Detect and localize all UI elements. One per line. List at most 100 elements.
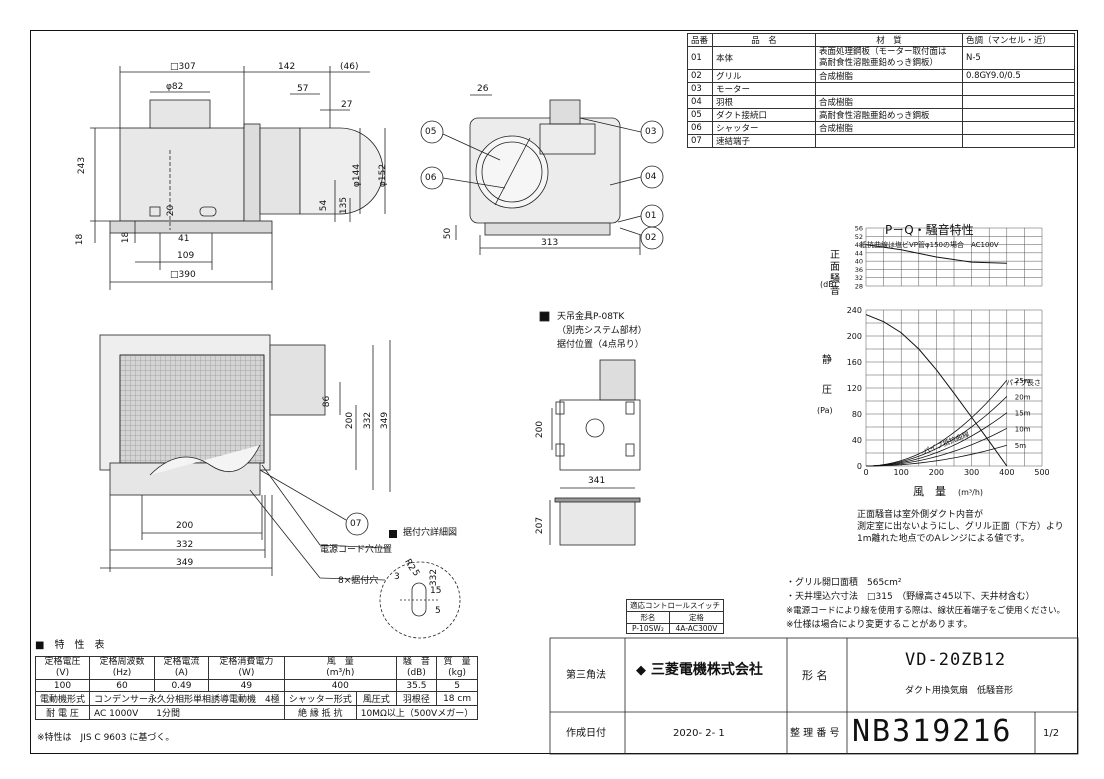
resistance-curve — [865, 444, 1007, 467]
parts-row: 07 速結端子 — [687, 134, 1075, 148]
q-tick-label: 100 — [894, 468, 909, 477]
insulation-value: 10MΩ以上（500Vメガー） — [355, 705, 479, 720]
chart-note: 抵抗曲線は塩ビVP管φ150の場合 AC100V — [860, 241, 999, 249]
parts-row: 05 ダクト接続口 高耐食性溶融亜鉛めっき鋼板 — [687, 108, 1075, 122]
switch-header: 定格 — [668, 611, 725, 624]
noise-axis-char: 騒 — [830, 274, 840, 285]
dim-label: 109 — [177, 251, 195, 261]
dim-label: 15 — [430, 586, 442, 596]
switch-model: P-10SW₂ — [626, 623, 670, 634]
part-color — [962, 134, 1075, 148]
spec-value: 100 — [34, 679, 91, 692]
callout-05: 05 — [425, 127, 437, 137]
noise-tick-label: 28 — [855, 283, 863, 291]
hanger-view — [539, 311, 641, 546]
chart-footnote: 測定室に出ないようにし、グリル正面（下方）より — [857, 522, 1064, 532]
p-tick-label: 120 — [847, 384, 862, 393]
parts-table-header: 品番 品 名 材 質 色調（マンセル・近） — [687, 33, 1075, 47]
noise-axis-char: 面 — [830, 262, 840, 273]
motor-label: 電動機形式 — [34, 691, 91, 706]
model-label: 形 名 — [802, 669, 828, 682]
chart-footnote: 正面騒音は室外側ダクト内音が — [857, 510, 984, 520]
noise-curve — [865, 244, 1007, 264]
p-tick-label: 200 — [847, 332, 862, 341]
callout-06: 06 — [425, 173, 437, 183]
part-name: 本体 — [712, 46, 816, 70]
callout-circles — [259, 117, 664, 536]
drawing-number: NB319216 — [852, 714, 1013, 749]
shutter-label: シャッター形式 — [283, 691, 357, 706]
bottom-view — [99, 334, 391, 581]
hanger-note: 天吊金具P-08TK — [557, 312, 625, 322]
hanger-note: 据付位置（4点吊り） — [557, 340, 644, 350]
q-label: 風 量 — [913, 485, 946, 498]
spec-header: 定格消費電力 (W) — [208, 656, 285, 680]
shutter-value: 風圧式 — [355, 691, 397, 706]
p-tick-label: 240 — [847, 306, 862, 315]
insulation-label: 絶 縁 抵 抗 — [283, 705, 357, 720]
pipe-length-label: パイプ長さ — [1006, 379, 1041, 387]
withstand-value: AC 1000V 1分間 — [89, 705, 285, 720]
noise-axis-char: 音 — [830, 286, 840, 297]
company: ◆ 三菱電機株式会社 — [636, 663, 763, 677]
dim-label: □307 — [170, 62, 196, 72]
callout-04: 04 — [645, 172, 657, 182]
pipe-length-label: 15m — [1015, 410, 1031, 418]
resistance-curve — [865, 427, 1007, 467]
spec-header: 定格電流 (A) — [153, 656, 210, 680]
chart-footnote: 1m離れた地点でのAレンジによる値です。 — [857, 534, 1030, 544]
dim-label: (46) — [340, 62, 359, 72]
noise-axis-char: 正 — [830, 250, 840, 261]
dim-label: 41 — [178, 234, 190, 244]
spec-value: 400 — [283, 679, 397, 692]
noise-tick-label: 36 — [855, 266, 863, 274]
spec-motor-row: 電動機形式 コンデンサー永久分相形単相誘導電動機 4極 シャッター形式 風圧式 … — [34, 691, 479, 706]
noise-tick-label: 44 — [855, 249, 863, 257]
withstand-label: 耐 電 圧 — [34, 705, 91, 720]
spec-voltage-row: 耐 電 圧 AC 1000V 1分間 絶 縁 抵 抗 10MΩ以上（500Vメガ… — [34, 705, 479, 720]
mount-hole-label: 8×据付穴 — [338, 576, 379, 586]
noise-axis-label: 正面騒音 — [830, 250, 840, 298]
detail-title: 据付穴詳細図 — [403, 528, 458, 538]
resistance-curve — [865, 412, 1008, 467]
part-no: 01 — [687, 46, 713, 70]
title-block-lines — [549, 637, 1079, 755]
number-label: 整 理 番 号 — [790, 728, 840, 739]
spec-header: 定格電圧 (V) — [34, 656, 91, 680]
dim-label: 200 — [176, 521, 194, 531]
motor-value: コンデンサー永久分相形単相誘導電動機 4極 — [89, 691, 285, 706]
pipe-length-label: 25m — [1015, 377, 1031, 385]
p-tick-label: 0 — [857, 462, 862, 471]
dim-label: 142 — [278, 62, 296, 72]
switch-title: 適応コントロールスイッチ — [626, 599, 724, 612]
blade-value: 18 cm — [435, 691, 479, 706]
resistance-curve — [865, 396, 1008, 467]
parts-table: 品番 品 名 材 質 色調（マンセル・近） 01 本体 表面処理鋼板（モーター取… — [687, 33, 1075, 148]
part-material: 表面処理鋼板（モーター取付面は 高耐食性溶融亜鉛めっき鋼板） — [815, 46, 963, 70]
spec-value: 0.49 — [153, 679, 210, 692]
dim-label: 3 — [394, 572, 400, 582]
dim-label: φ82 — [166, 82, 184, 92]
dim-label: 26 — [477, 84, 489, 94]
front-view — [455, 94, 641, 255]
p-tick-label: 160 — [847, 358, 862, 367]
date-label: 作成日付 — [566, 728, 606, 739]
sheet-number: 1/2 — [1043, 728, 1060, 739]
parts-row: 02 グリル 合成樹脂 0.8GY9.0/0.5 — [687, 69, 1075, 83]
dim-label: 341 — [588, 476, 606, 486]
noise-tick-label: 48 — [855, 241, 863, 249]
q-tick-label: 300 — [964, 468, 979, 477]
spec-title: ■ 特 性 表 — [35, 640, 105, 651]
dim-label: □390 — [170, 270, 196, 280]
pipe-length-label: 20m — [1015, 393, 1031, 401]
spec-value-row: 100 60 0.49 49 400 35.5 5 — [34, 679, 479, 692]
callout-02: 02 — [645, 233, 657, 243]
dim-label: 5 — [435, 606, 441, 616]
q-tick-label: 0 — [863, 468, 868, 477]
dim-label: 313 — [541, 238, 559, 248]
noise-tick-label: 32 — [855, 274, 863, 282]
drawing-frame — [30, 30, 1078, 754]
dim-label: 57 — [297, 84, 309, 94]
